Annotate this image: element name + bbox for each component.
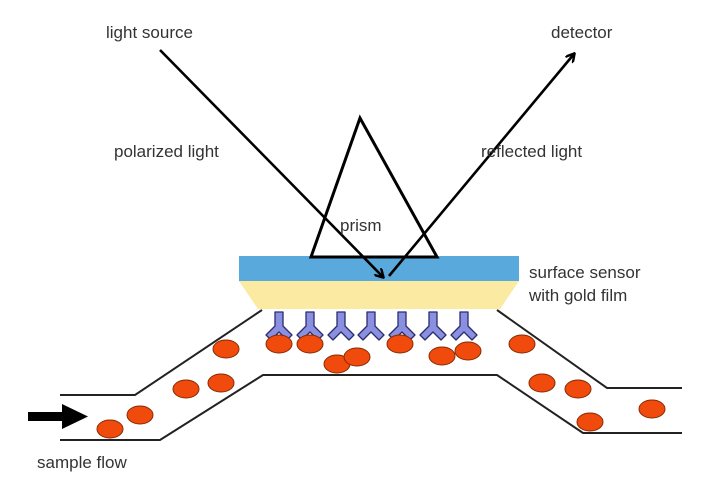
analyte-icon	[638, 399, 666, 419]
antibodies	[265, 311, 478, 341]
antibody-icon	[357, 311, 385, 341]
gold-film-layer	[239, 281, 519, 309]
analyte-icon	[172, 379, 200, 399]
reflected-light-label: reflected light	[481, 142, 582, 161]
prism-label: prism	[340, 216, 382, 235]
analyte-icon	[528, 373, 556, 393]
analyte-icon	[576, 412, 604, 432]
surface-sensor-layer	[239, 256, 519, 281]
antibody-icon	[419, 311, 447, 341]
detector-label: detector	[551, 23, 613, 42]
antibody-icon	[327, 311, 355, 341]
bound-analyte-icon	[454, 341, 482, 361]
analyte-icon	[212, 339, 240, 359]
channel-top-wall	[60, 309, 263, 396]
analyte-icon	[96, 419, 124, 439]
light-source-label: light source	[106, 23, 193, 42]
analyte-icon	[508, 334, 536, 354]
bound-analyte-icon	[296, 334, 324, 354]
analyte-icon	[126, 405, 154, 425]
antibody-icon	[450, 311, 478, 341]
sample-flow-label: sample flow	[37, 453, 127, 472]
bound-analyte-icon	[386, 334, 414, 354]
channel-bottom-wall	[60, 374, 682, 441]
analytes	[96, 334, 666, 439]
incident-light-ray	[159, 49, 383, 277]
analyte-icon	[207, 373, 235, 393]
bound-analyte-icon	[265, 334, 293, 354]
polarized-light-label: polarized light	[114, 142, 219, 161]
prism	[308, 114, 440, 259]
sample-flow-arrow-icon	[28, 404, 88, 429]
analyte-icon	[343, 347, 371, 367]
reflected-light-ray	[388, 54, 574, 277]
analyte-icon	[428, 346, 456, 366]
sensor-label-line2: with gold film	[528, 286, 627, 305]
sensor-label-line1: surface sensor	[529, 263, 641, 282]
analyte-icon	[564, 379, 592, 399]
channel-top-wall-right	[496, 309, 682, 389]
